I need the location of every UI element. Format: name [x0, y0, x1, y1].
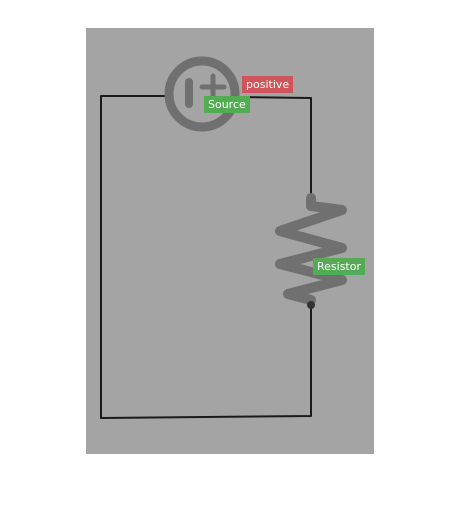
resistor-zigzag-icon	[275, 193, 347, 305]
positive-tag: positive	[242, 76, 294, 93]
resistor-tag: Resistor	[313, 258, 365, 275]
resistor-bottom-terminal	[307, 301, 315, 309]
wire-loop	[100, 95, 312, 419]
voltage-source-icon	[164, 56, 240, 132]
wire-top-right	[237, 96, 312, 199]
source-tag: Source	[204, 96, 250, 113]
